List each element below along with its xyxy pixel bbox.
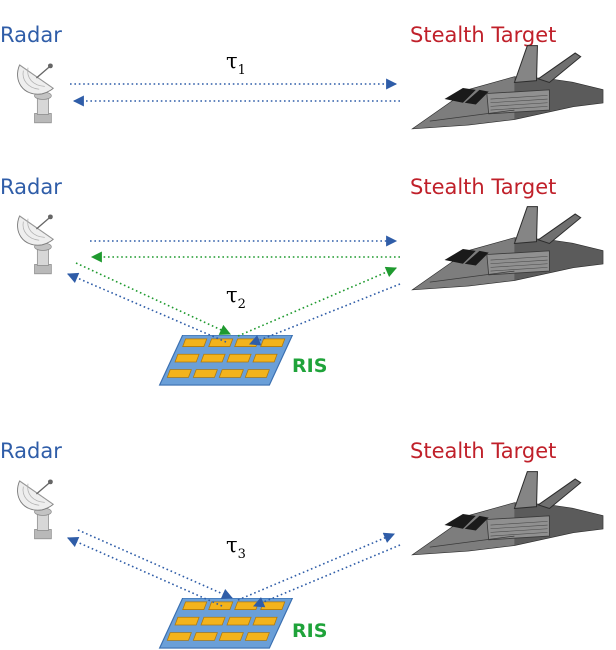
scenario-3: Radar Stealth Target RIS τ3 <box>0 439 604 649</box>
radar-dish-icon <box>16 478 54 540</box>
delay-label-tau-3: τ3 <box>226 533 246 562</box>
ris-to-radar-ray <box>66 536 223 607</box>
radar-to-ris-ray <box>77 529 234 600</box>
radar-label: Radar <box>0 23 62 47</box>
radar-label: Radar <box>0 175 62 199</box>
ris-to-radar-ray <box>66 272 227 343</box>
stealth-aircraft-icon <box>412 206 604 291</box>
stealth-target-label: Stealth Target <box>410 175 556 199</box>
target-to-ris-ray <box>248 283 401 346</box>
ris-to-target-ray <box>237 532 396 601</box>
ris-panel-icon <box>158 598 294 649</box>
target-to-ris-ray <box>252 544 401 608</box>
radar-to-ris-ray <box>75 262 231 335</box>
radar-dish-icon <box>16 62 54 124</box>
ris-panel-icon <box>158 335 294 386</box>
stealth-target-label: Stealth Target <box>410 439 556 463</box>
radar-dish-icon <box>16 213 54 275</box>
stealth-target-label: Stealth Target <box>410 23 556 47</box>
delay-label-tau-2: τ2 <box>226 283 246 312</box>
stealth-aircraft-icon <box>412 45 604 130</box>
ris-to-target-ray <box>237 266 398 337</box>
stealth-aircraft-icon <box>412 471 604 556</box>
radar-label: Radar <box>0 439 62 463</box>
scenario-2: Radar Stealth Target RIS τ2 <box>0 175 604 386</box>
ris-label: RIS <box>292 355 327 377</box>
scenario-1: Radar Stealth Target τ1 <box>0 23 604 130</box>
ris-label: RIS <box>292 620 327 642</box>
delay-label-tau-1: τ1 <box>226 49 246 78</box>
